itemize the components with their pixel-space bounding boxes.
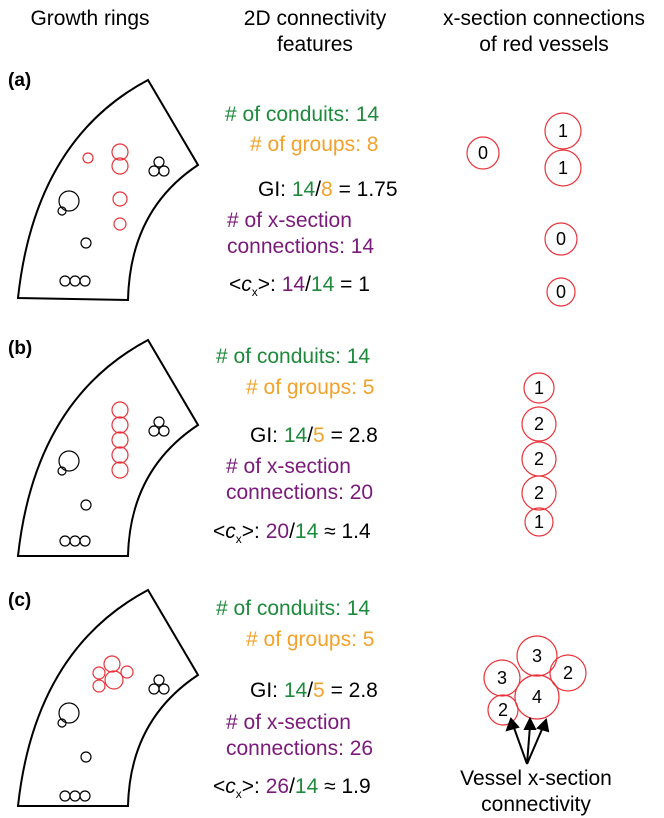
xsec-value-a-4: 0 xyxy=(556,282,566,302)
annotation-line2: connectivity xyxy=(481,793,591,816)
cx-result-b: ≈ 1.4 xyxy=(318,520,371,543)
panel-label-a: (a) xyxy=(8,70,32,91)
cx-symbol-a: c xyxy=(241,273,252,296)
xsec-line2-a: connections: 14 xyxy=(227,235,375,258)
header-connectivity-line2: features xyxy=(277,33,353,56)
xsec-line1-c: # of x-section xyxy=(226,711,351,734)
gi-num-c: 14 xyxy=(283,679,308,702)
groups-b: # of groups: 5 xyxy=(246,376,375,399)
gi-result-b: = 2.8 xyxy=(324,424,378,447)
xsec-line1-b: # of x-section xyxy=(226,455,351,478)
gi-prefix-c: GI: xyxy=(250,679,284,702)
header-connectivity-features: 2D connectivity features xyxy=(215,6,415,58)
xsec-value-a-2: 1 xyxy=(558,158,568,178)
xsec-value-a-0: 0 xyxy=(478,143,488,163)
vessels-c xyxy=(57,655,170,802)
ring-sector-c xyxy=(16,588,200,807)
xsec-circle-a-3 xyxy=(544,222,578,256)
xsec-circle-a-1 xyxy=(544,112,582,150)
xsec-value-b-2: 2 xyxy=(534,449,544,469)
xsec-circle-b-4 xyxy=(524,507,554,537)
gi-den-c: 5 xyxy=(313,679,325,702)
xsec-value-c-1: 3 xyxy=(497,668,507,688)
gi-num-a: 14 xyxy=(291,178,316,201)
conduits-a: # of conduits: 14 xyxy=(225,103,380,126)
cx-sub-c: x xyxy=(235,787,242,802)
annotation-arrows xyxy=(505,716,550,765)
cx-b: <cx>: 20/14 ≈ 1.4 xyxy=(213,520,371,547)
cx-den-c: 14 xyxy=(294,775,319,798)
groups-a: # of groups: 8 xyxy=(250,133,379,156)
header-xsection-line1: x-section connections xyxy=(443,7,645,30)
xsec-count-c: # of x-section connections: 26 xyxy=(226,710,373,762)
ring-sector-b xyxy=(16,338,200,557)
header-xsection-line2: of red vessels xyxy=(479,33,609,56)
xsec-circle-c-3 xyxy=(514,674,560,720)
xsec-value-b-0: 1 xyxy=(534,378,544,398)
cx-a: <cx>: 14/14 = 1 xyxy=(229,273,370,300)
xsec-value-c-4: 2 xyxy=(498,700,508,720)
cx-symbol-c: c xyxy=(225,775,236,798)
gi-den-b: 5 xyxy=(313,424,325,447)
gi-c: GI: 14/5 = 2.8 xyxy=(250,679,378,702)
xsec-value-b-4: 1 xyxy=(534,512,544,532)
conduits-c: # of conduits: 14 xyxy=(216,597,371,620)
xsec-circle-a-0 xyxy=(466,136,500,170)
gi-num-b: 14 xyxy=(283,424,308,447)
xsec-line2-b: connections: 20 xyxy=(226,481,374,504)
gi-result-a: = 1.75 xyxy=(332,178,398,201)
cx-num-b: 20 xyxy=(265,520,290,543)
annotation-line1: Vessel x-section xyxy=(460,767,612,790)
groups-c: # of groups: 5 xyxy=(246,628,375,651)
cx-den-b: 14 xyxy=(294,520,319,543)
xsec-count-b: # of x-section connections: 20 xyxy=(226,454,373,506)
xsec-count-a: # of x-section connections: 14 xyxy=(227,208,374,260)
gi-a: GI: 14/8 = 1.75 xyxy=(258,178,398,201)
gi-b: GI: 14/5 = 2.8 xyxy=(250,424,378,447)
cx-num-a: 14 xyxy=(281,273,306,296)
gi-prefix-a: GI: xyxy=(258,178,292,201)
panel-label-c: (c) xyxy=(8,590,32,611)
xsec-value-b-1: 2 xyxy=(534,414,544,434)
panel-label-b: (b) xyxy=(8,338,33,359)
xsec-value-c-0: 3 xyxy=(532,646,542,666)
xsec-value-b-3: 2 xyxy=(534,483,544,503)
cx-den-a: 14 xyxy=(310,273,335,296)
header-xsection-connections: x-section connections of red vessels xyxy=(424,6,664,58)
xsec-circle-a-2 xyxy=(544,149,582,187)
cx-num-c: 26 xyxy=(265,775,290,798)
xsec-value-c-3: 4 xyxy=(532,687,542,707)
conduits-b: # of conduits: 14 xyxy=(216,345,371,368)
xsec-circle-b-0 xyxy=(523,372,555,404)
gi-result-c: = 2.8 xyxy=(324,679,378,702)
vessels-a xyxy=(57,143,170,287)
header-connectivity-line1: 2D connectivity xyxy=(243,7,387,30)
xsec-circle-c-1 xyxy=(483,659,521,697)
header-growth-rings: Growth rings xyxy=(30,7,150,30)
xsec-line1-a: # of x-section xyxy=(227,209,352,232)
cx-result-a: = 1 xyxy=(334,273,370,296)
cx-c: <cx>: 26/14 ≈ 1.9 xyxy=(213,775,371,802)
vessels-b xyxy=(57,401,170,547)
ring-sector-a xyxy=(16,78,200,302)
xsec-value-a-3: 0 xyxy=(556,229,566,249)
xsec-circle-b-3 xyxy=(521,475,557,511)
cx-symbol-b: c xyxy=(225,520,236,543)
cx-sub-a: x xyxy=(251,285,258,300)
xsec-value-a-1: 1 xyxy=(558,121,568,141)
xsec-value-c-2: 2 xyxy=(563,663,573,683)
gi-prefix-b: GI: xyxy=(250,424,284,447)
cx-sub-b: x xyxy=(235,532,242,547)
xsec-circle-b-1 xyxy=(521,406,557,442)
vessel-connectivity-annotation: Vessel x-section connectivity xyxy=(436,766,636,818)
xsec-circle-c-0 xyxy=(516,635,558,677)
xsec-line2-c: connections: 26 xyxy=(226,737,374,760)
xsec-circle-a-4 xyxy=(546,277,576,307)
xsec-circle-c-4 xyxy=(487,694,519,726)
xsec-circle-c-2 xyxy=(549,654,587,692)
cx-result-c: ≈ 1.9 xyxy=(318,775,371,798)
gi-den-a: 8 xyxy=(321,178,333,201)
